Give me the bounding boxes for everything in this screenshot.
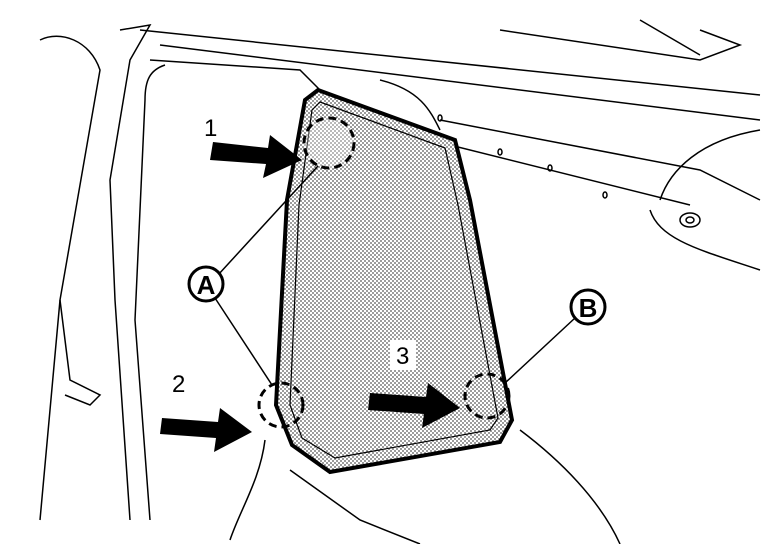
- svg-text:A: A: [197, 270, 216, 300]
- clip-circle-lower-right: [463, 372, 511, 420]
- vehicle-body-lines: [39, 19, 761, 544]
- leader-lines: [214, 165, 576, 386]
- step-label-1: 1: [204, 115, 217, 142]
- callout-b: B: [569, 288, 607, 326]
- trim-panel: [273, 87, 515, 475]
- arrow-3-icon: [368, 383, 460, 428]
- svg-text:B: B: [579, 293, 598, 323]
- clip-locations: [257, 116, 511, 429]
- clip-circle-lower-left: [257, 381, 305, 429]
- arrow-1-icon: [210, 135, 302, 178]
- step-label-3: 3: [396, 343, 409, 370]
- arrow-2-icon: [160, 408, 252, 452]
- clip-circle-upper: [302, 116, 356, 170]
- callout-a: A: [187, 265, 225, 303]
- step-label-2: 2: [172, 371, 185, 398]
- push-arrows: [160, 135, 460, 452]
